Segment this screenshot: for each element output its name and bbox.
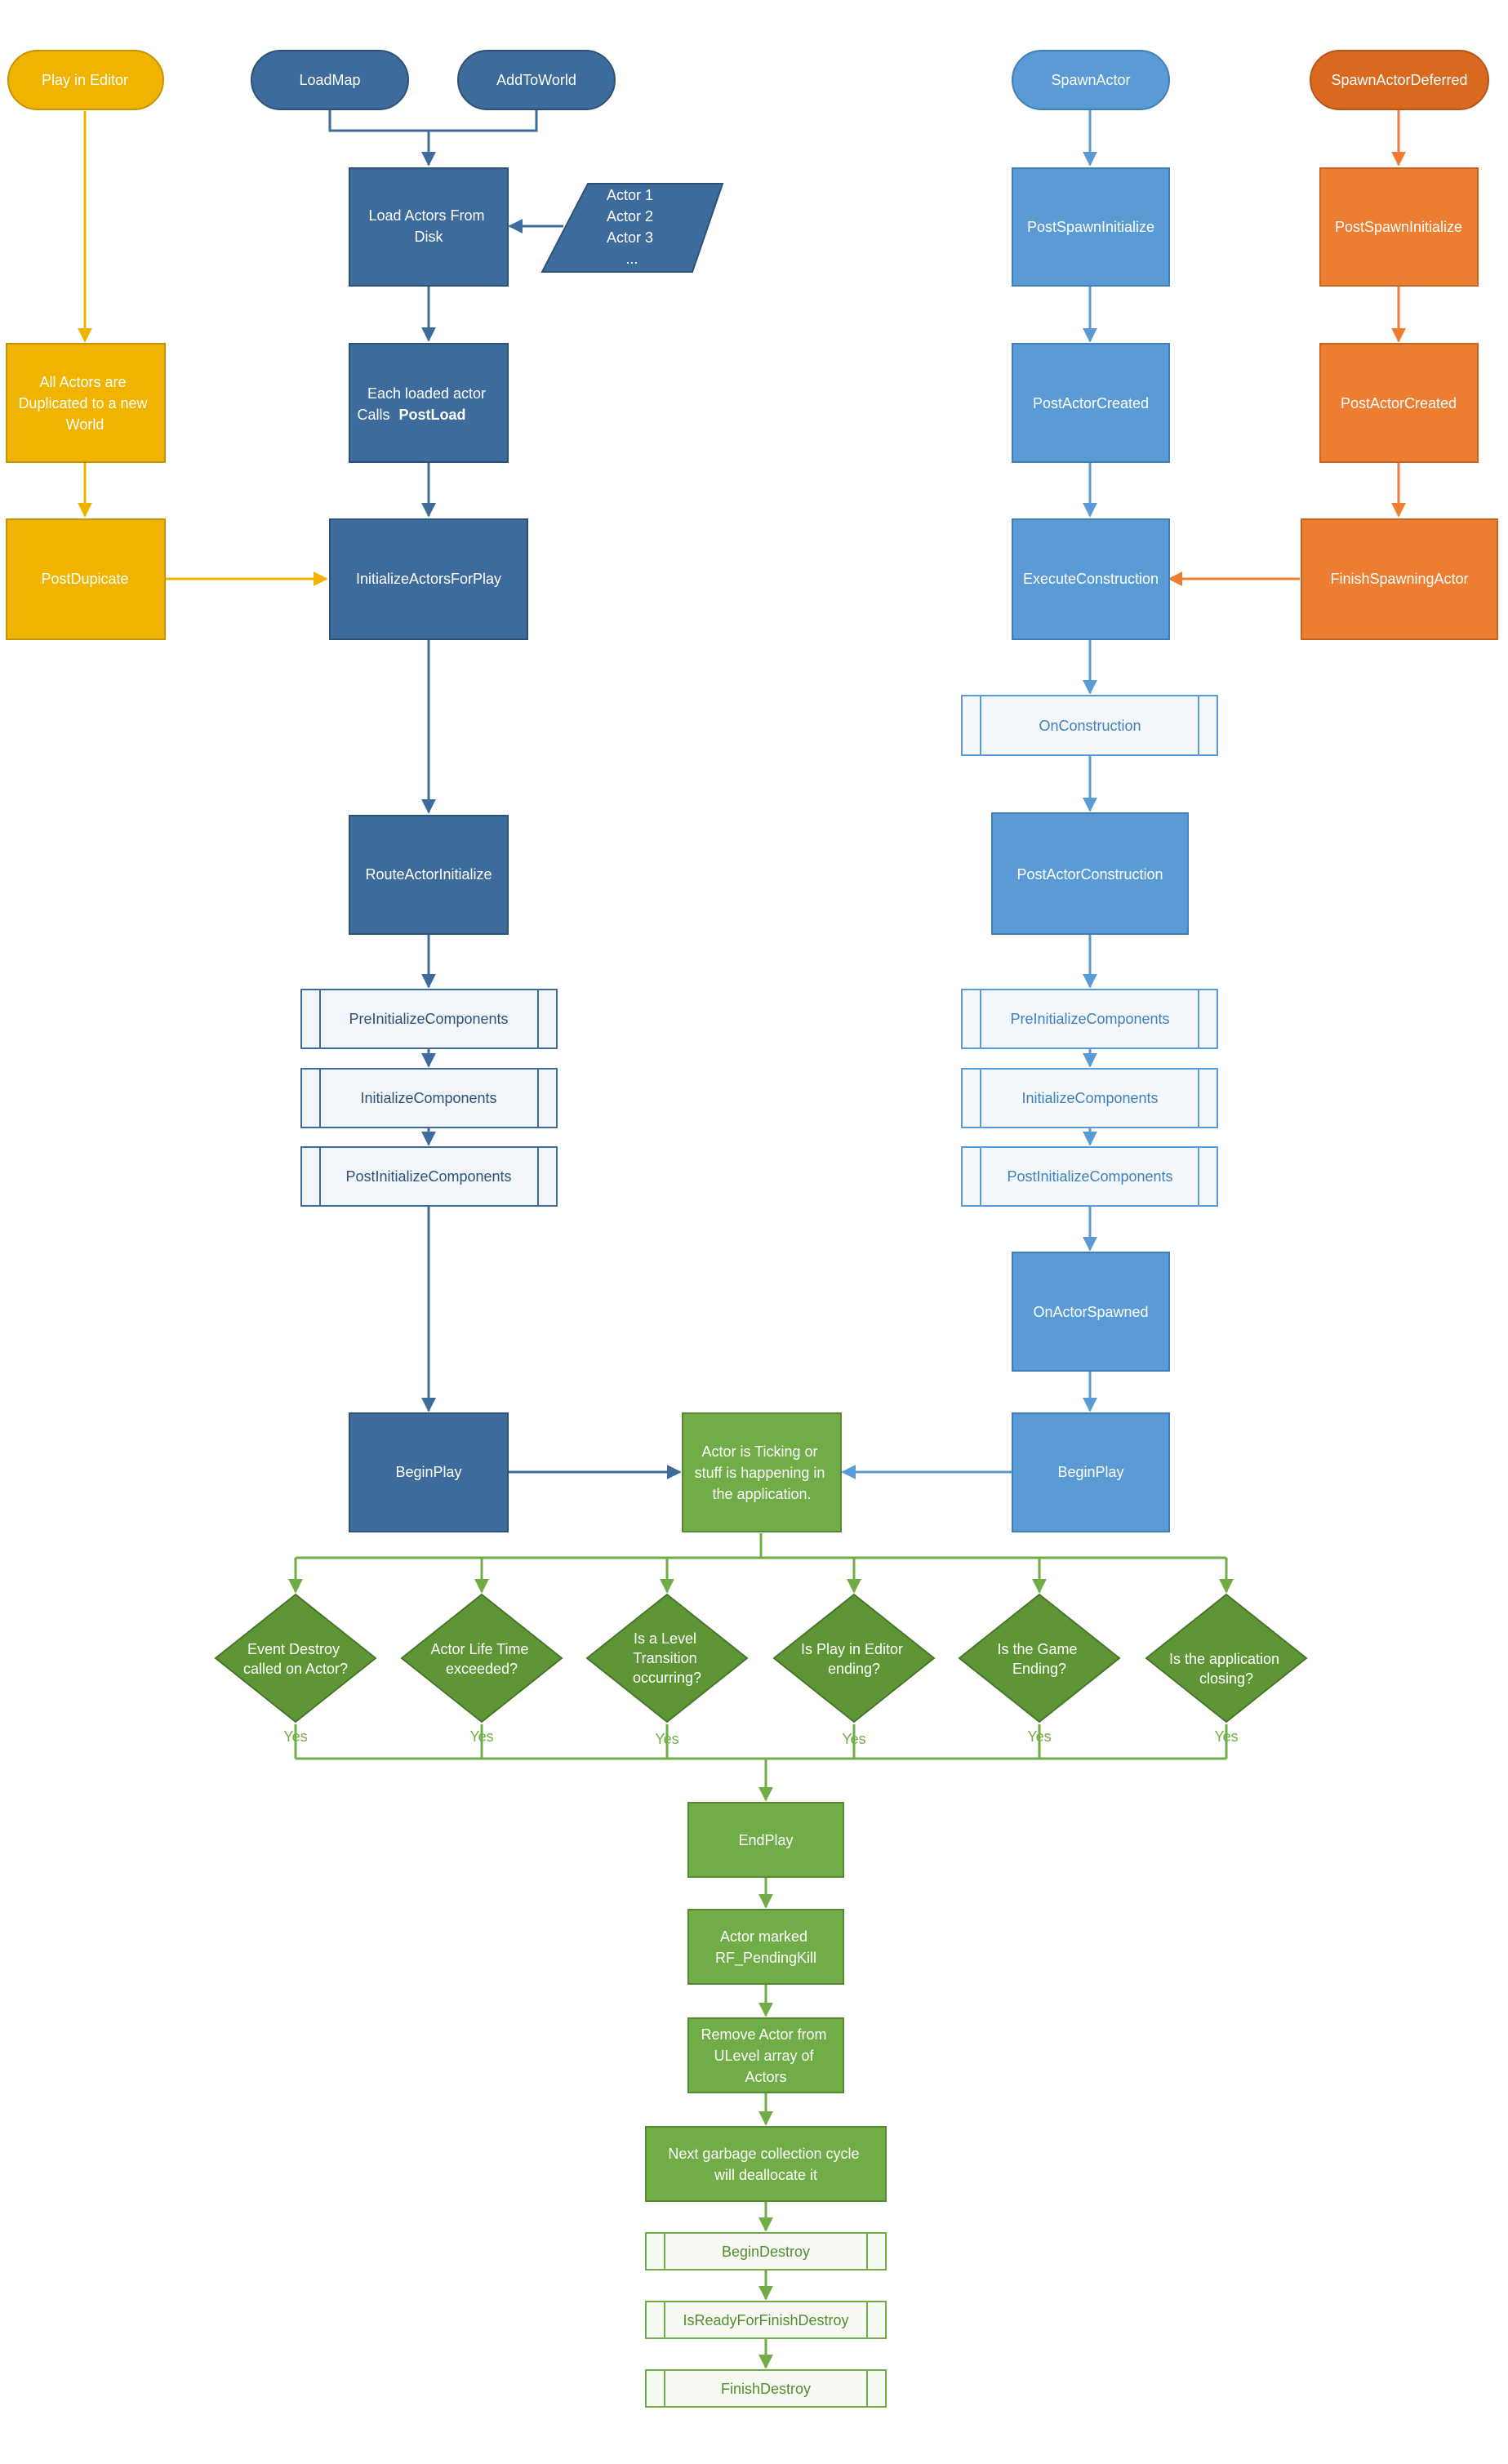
right-initialize-components-node: InitializeComponents <box>961 1068 1218 1128</box>
all-actors-duplicated-label: All Actors are Duplicated to a new World <box>18 374 151 433</box>
left-pre-initialize-components-label: PreInitializeComponents <box>349 1011 508 1027</box>
add-to-world-label: AddToWorld <box>496 72 576 88</box>
connectors <box>78 109 1406 2369</box>
route-actor-initialize-node: RouteActorInitialize <box>349 815 509 935</box>
finish-spawning-actor-label: FinishSpawningActor <box>1330 571 1468 587</box>
decision-level-transition-label: Is a Level Transition occurring? <box>633 1630 701 1686</box>
left-initialize-components-node: InitializeComponents <box>300 1068 558 1128</box>
decision-play-in-editor-ending-label: Is Play in Editor ending? <box>801 1641 907 1677</box>
post-actor-created-node: PostActorCreated <box>1012 343 1170 463</box>
left-begin-play-node: BeginPlay <box>349 1412 509 1532</box>
right-begin-play-label: BeginPlay <box>1057 1464 1123 1480</box>
finish-destroy-label: FinishDestroy <box>721 2381 811 2397</box>
post-spawn-initialize-label: PostSpawnInitialize <box>1027 219 1154 235</box>
post-dupicate-label: PostDupicate <box>41 571 128 587</box>
add-to-world-node: AddToWorld <box>457 50 616 110</box>
finish-destroy-node: FinishDestroy <box>645 2369 887 2408</box>
left-initialize-components-label: InitializeComponents <box>360 1090 496 1106</box>
yes-label: Yes <box>283 1728 307 1745</box>
actor-marked-node: Actor marked RF_PendingKill <box>687 1909 844 1985</box>
decision-event-destroy: Event Destroy called on Actor? Yes <box>214 1593 377 1745</box>
load-actors-from-disk-label: Load Actors From Disk <box>368 207 488 245</box>
route-actor-initialize-label: RouteActorInitialize <box>365 866 492 883</box>
post-actor-construction-label: PostActorConstruction <box>1016 866 1163 883</box>
execute-construction-label: ExecuteConstruction <box>1023 571 1159 587</box>
load-actors-from-disk-node: Load Actors From Disk <box>349 167 509 287</box>
on-construction-node: OnConstruction <box>961 695 1218 756</box>
next-gc-node: Next garbage collection cycle will deall… <box>645 2126 887 2202</box>
decision-level-transition: Is a Level Transition occurring? Yes <box>585 1593 749 1747</box>
post-dupicate-node: PostDupicate <box>6 518 166 640</box>
right-begin-play-node: BeginPlay <box>1012 1412 1170 1532</box>
begin-destroy-node: BeginDestroy <box>645 2232 887 2271</box>
deferred-post-actor-created-label: PostActorCreated <box>1341 395 1457 411</box>
spawn-actor-label: SpawnActor <box>1051 72 1130 88</box>
yes-label: Yes <box>842 1731 865 1747</box>
initialize-actors-for-play-node: InitializeActorsForPlay <box>329 518 528 640</box>
yes-label: Yes <box>1027 1728 1051 1745</box>
each-loaded-actor-node: Each loaded actor Calls PostLoad <box>349 343 509 463</box>
right-pre-initialize-components-node: PreInitializeComponents <box>961 989 1218 1049</box>
deferred-post-actor-created-node: PostActorCreated <box>1319 343 1479 463</box>
load-map-node: LoadMap <box>251 50 409 110</box>
spawn-actor-deferred-node: SpawnActorDeferred <box>1310 50 1489 110</box>
finish-spawning-actor-node: FinishSpawningActor <box>1301 518 1498 640</box>
is-ready-for-finish-destroy-node: IsReadyForFinishDestroy <box>645 2301 887 2339</box>
left-post-initialize-components-label: PostInitializeComponents <box>345 1168 511 1185</box>
play-in-editor-node: Play in Editor <box>7 50 164 110</box>
is-ready-for-finish-destroy-label: IsReadyForFinishDestroy <box>683 2312 848 2328</box>
left-begin-play-label: BeginPlay <box>395 1464 461 1480</box>
initialize-actors-for-play-label: InitializeActorsForPlay <box>356 571 501 587</box>
end-play-label: EndPlay <box>738 1832 793 1848</box>
decision-event-destroy-label: Event Destroy called on Actor? <box>243 1641 348 1677</box>
deferred-post-spawn-initialize-node: PostSpawnInitialize <box>1319 167 1479 287</box>
actor-list-data-node: Actor 1 Actor 2 Actor 3 ... <box>540 183 724 273</box>
post-actor-construction-node: PostActorConstruction <box>991 812 1189 935</box>
on-actor-spawned-label: OnActorSpawned <box>1033 1304 1148 1320</box>
deferred-post-spawn-initialize-label: PostSpawnInitialize <box>1335 219 1462 235</box>
decision-game-ending-label: Is the Game Ending? <box>997 1641 1081 1677</box>
each-loaded-actor-label: Each loaded actor Calls PostLoad <box>357 385 490 423</box>
decision-actor-life-time-label: Actor Life Time exceeded? <box>430 1641 532 1677</box>
decision-actor-life-time: Actor Life Time exceeded? Yes <box>400 1593 563 1745</box>
post-actor-created-label: PostActorCreated <box>1033 395 1149 411</box>
connector <box>429 109 538 132</box>
left-post-initialize-components-node: PostInitializeComponents <box>300 1146 558 1207</box>
left-pre-initialize-components-node: PreInitializeComponents <box>300 989 558 1049</box>
actor-is-ticking-label: Actor is Ticking or stuff is happening i… <box>695 1443 830 1502</box>
actor-list-label: Actor 1 Actor 2 Actor 3 ... <box>607 187 657 267</box>
right-pre-initialize-components-label: PreInitializeComponents <box>1010 1011 1169 1027</box>
yes-label: Yes <box>1214 1728 1238 1745</box>
decision-play-in-editor-ending: Is Play in Editor ending? Yes <box>772 1593 936 1747</box>
begin-destroy-label: BeginDestroy <box>722 2244 810 2260</box>
spawn-actor-deferred-label: SpawnActorDeferred <box>1331 72 1467 88</box>
play-in-editor-label: Play in Editor <box>42 72 128 88</box>
right-initialize-components-label: InitializeComponents <box>1021 1090 1158 1106</box>
on-construction-label: OnConstruction <box>1039 718 1141 734</box>
connector <box>328 109 436 167</box>
yes-label: Yes <box>655 1731 678 1747</box>
decision-game-ending: Is the Game Ending? Yes <box>958 1593 1121 1745</box>
decision-application-closing: Is the application closing? Yes <box>1145 1593 1308 1745</box>
actor-is-ticking-node: Actor is Ticking or stuff is happening i… <box>682 1412 842 1532</box>
yes-label: Yes <box>469 1728 493 1745</box>
actor-marked-label: Actor marked RF_PendingKill <box>715 1928 816 1967</box>
decision-application-closing-label: Is the application closing? <box>1169 1651 1283 1687</box>
load-map-label: LoadMap <box>299 72 360 88</box>
next-gc-label: Next garbage collection cycle will deall… <box>668 2146 863 2183</box>
on-actor-spawned-node: OnActorSpawned <box>1012 1252 1170 1372</box>
all-actors-duplicated-node: All Actors are Duplicated to a new World <box>6 343 166 463</box>
post-spawn-initialize-node: PostSpawnInitialize <box>1012 167 1170 287</box>
right-post-initialize-components-node: PostInitializeComponents <box>961 1146 1218 1207</box>
execute-construction-node: ExecuteConstruction <box>1012 518 1170 640</box>
remove-actor-label: Remove Actor from ULevel array of Actors <box>701 2026 830 2085</box>
end-play-node: EndPlay <box>687 1802 844 1878</box>
right-post-initialize-components-label: PostInitializeComponents <box>1007 1168 1172 1185</box>
spawn-actor-node: SpawnActor <box>1012 50 1170 110</box>
remove-actor-node: Remove Actor from ULevel array of Actors <box>687 2017 844 2093</box>
